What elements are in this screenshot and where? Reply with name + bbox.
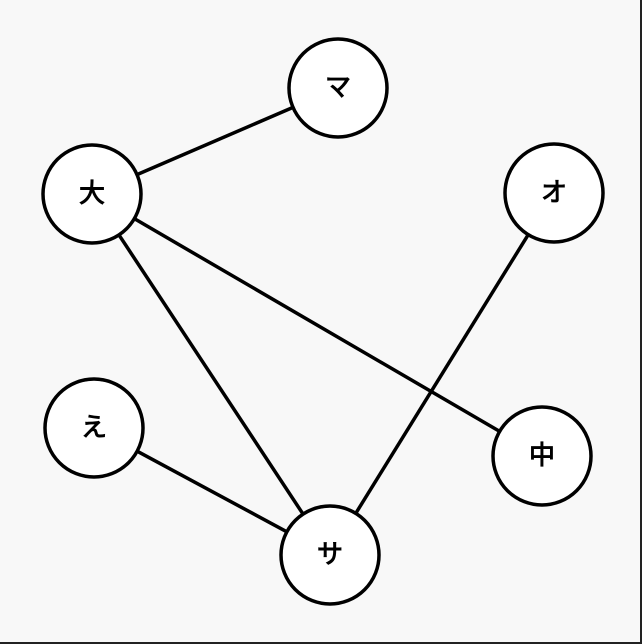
node-circle [279,504,381,606]
node-label: 大 [79,179,105,209]
node-circle [503,142,605,244]
node-circle [287,37,389,139]
node-circle [41,143,143,245]
node-e: え [43,377,145,479]
node-circle [43,377,145,479]
node-o: オ [503,142,605,244]
node-label: え [81,413,107,443]
node-chu: 中 [491,405,593,507]
node-dai: 大 [41,143,143,245]
node-label: オ [541,178,567,208]
edge-dai-chu [133,217,501,433]
edge-e-sa [136,449,288,534]
node-label: 中 [529,441,555,471]
node-circle [491,405,593,507]
node-label: マ [325,73,351,103]
edge-dai-ma [136,105,294,177]
edge-dai-sa [117,233,305,516]
edge-o-sa [354,233,530,515]
edges-layer [117,105,530,534]
node-ma: マ [287,37,389,139]
node-sa: サ [279,504,381,606]
node-label: サ [317,540,343,570]
